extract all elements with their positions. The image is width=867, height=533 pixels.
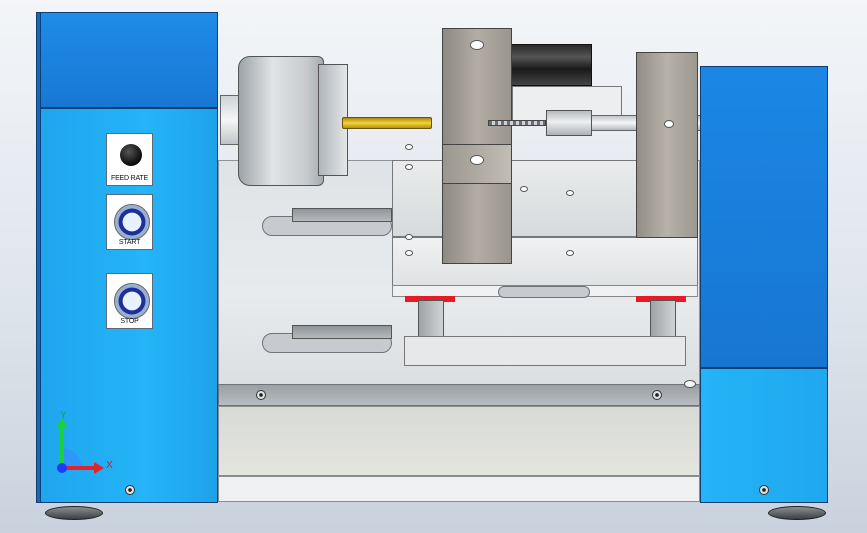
- slide-hole-icon: [405, 250, 413, 256]
- carriage-leg-right: [650, 300, 676, 342]
- slide-hole-icon: [405, 164, 413, 170]
- cabinet-screw-icon: [759, 485, 769, 495]
- stop-label: STOP: [120, 318, 139, 325]
- tail-cabinet-front: [700, 368, 828, 503]
- drill-chuck: [546, 110, 592, 136]
- stop-button[interactable]: [114, 283, 150, 319]
- slide-hole-icon: [405, 144, 413, 150]
- tailstock-body: [636, 52, 698, 238]
- bed-front-panel: [218, 406, 700, 476]
- feed-rate-label: FEED RATE: [111, 175, 148, 182]
- stop-panel: STOP: [106, 273, 153, 329]
- slide-hole-icon: [405, 234, 413, 240]
- slide-hole-icon: [566, 190, 574, 196]
- bed-hole-icon: [684, 380, 696, 388]
- three-jaw-chuck: [238, 56, 324, 186]
- guide-rail-lower: [292, 325, 392, 339]
- triad-x-label: X: [106, 460, 113, 471]
- start-button[interactable]: [114, 204, 150, 240]
- tail-cabinet-top: [700, 66, 828, 368]
- cabinet-screw-icon: [125, 485, 135, 495]
- tailstock-hole-icon: [664, 120, 674, 128]
- rail-screw-icon: [256, 390, 266, 400]
- bed-rail: [218, 384, 700, 406]
- workpiece-rod: [342, 117, 432, 129]
- tool-post-hole-icon: [470, 155, 484, 165]
- feed-rate-panel: FEED RATE: [106, 133, 153, 186]
- axis-triad-icon: [56, 418, 104, 474]
- tool-post-hole-icon: [470, 40, 484, 50]
- guide-rail-upper: [292, 208, 392, 222]
- carriage-leg-left: [418, 300, 444, 342]
- machine-foot-right: [768, 506, 826, 520]
- carriage-apron: [404, 336, 686, 366]
- feed-rate-knob[interactable]: [120, 144, 142, 166]
- limit-marker-right: [636, 296, 686, 302]
- stepper-motor: [510, 44, 592, 86]
- slide-hole-icon: [566, 250, 574, 256]
- triad-y-label: Y: [60, 410, 67, 421]
- saddle-slot: [498, 286, 590, 298]
- limit-marker-left: [405, 296, 455, 302]
- slide-hole-icon: [520, 186, 528, 192]
- start-panel: START: [106, 194, 153, 250]
- start-label: START: [118, 239, 141, 246]
- control-cabinet-top-cover: [40, 12, 218, 108]
- bed-base: [218, 476, 700, 502]
- orientation-triad: Y X: [50, 410, 120, 480]
- rail-screw-icon: [652, 390, 662, 400]
- machine-foot-left: [45, 506, 103, 520]
- drill-bit: [488, 120, 546, 126]
